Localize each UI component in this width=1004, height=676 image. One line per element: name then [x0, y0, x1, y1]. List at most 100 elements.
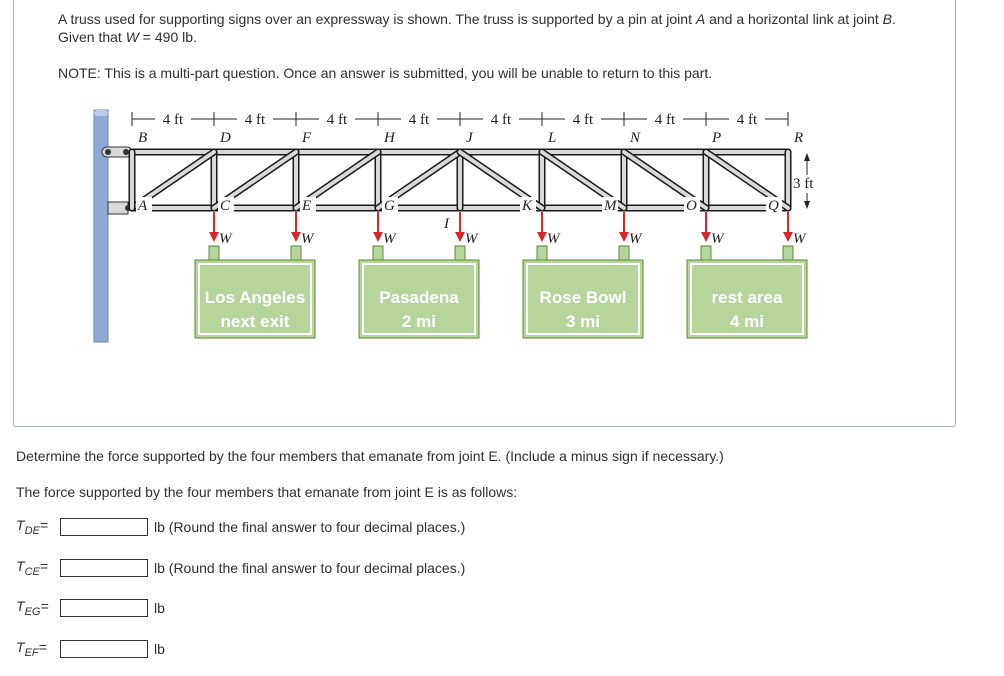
dimension-label-bg	[729, 110, 765, 126]
sign-line-1: rest area	[712, 288, 783, 307]
joint-label-l: L	[547, 130, 556, 146]
joint-label-q: Q	[768, 198, 779, 214]
sign-board	[194, 259, 316, 339]
pin-b2	[123, 149, 129, 155]
dimension-label: 4 ft	[163, 112, 184, 128]
joint-label-g: G	[384, 198, 395, 214]
load-label: W	[219, 231, 233, 247]
joint-label-bg	[684, 197, 700, 213]
question-intro: The force supported by the four members …	[16, 484, 518, 500]
height-label: 3 ft	[793, 176, 814, 192]
load-label: W	[711, 231, 725, 247]
load-arrow-head	[291, 232, 301, 242]
label-tce: TCE=	[16, 558, 49, 578]
sign-line-2: next exit	[221, 312, 290, 331]
load-arrow-head	[701, 232, 711, 242]
sign-post	[536, 245, 548, 261]
sign-line-2: 3 mi	[566, 312, 600, 331]
sign-border	[526, 263, 640, 335]
problem-statement: A truss used for supporting signs over a…	[58, 10, 918, 46]
joint-label-h: H	[383, 130, 396, 146]
joint-label-m: M	[603, 198, 618, 214]
sign-post	[290, 245, 302, 261]
support-post-cap	[94, 110, 108, 116]
joint-label-bg	[602, 197, 618, 213]
sign-post	[372, 245, 384, 261]
joint-a-symbol: A	[695, 11, 706, 27]
sign-board	[522, 259, 644, 339]
load-arrow-head	[619, 232, 629, 242]
load-arrow-head	[455, 232, 465, 242]
joint-label-bg	[442, 215, 458, 231]
sign-border	[362, 263, 476, 335]
joint-label-bg	[218, 197, 234, 213]
dimension-label: 4 ft	[573, 112, 594, 128]
sign-border	[690, 263, 804, 335]
sign-line-2: 4 mi	[730, 312, 764, 331]
load-label: W	[465, 231, 479, 247]
question-text: Determine the force supported by the fou…	[16, 448, 724, 464]
dimension-label: 4 ft	[737, 112, 758, 128]
answer-row-ce: TCE= lb (Round the final answer to four …	[16, 557, 465, 579]
sign-border	[198, 263, 312, 335]
unit-teg: lb	[154, 600, 165, 616]
dimension-label: 4 ft	[491, 112, 512, 128]
dimension-label: 4 ft	[327, 112, 348, 128]
joint-label-a: A	[137, 198, 148, 214]
joint-label-n: N	[629, 130, 641, 146]
sign-line-1: Pasadena	[379, 288, 459, 307]
teg-input[interactable]	[60, 599, 148, 617]
sign-post	[782, 245, 794, 261]
load-label: W	[301, 231, 315, 247]
answer-row-de: TDE= lb (Round the final answer to four …	[16, 516, 465, 538]
intro-text-3: . Given that	[58, 11, 896, 45]
question-panel	[13, 0, 956, 427]
joint-label-k: K	[521, 198, 533, 214]
joint-label-r: R	[793, 130, 803, 146]
joint-label-o: O	[686, 198, 697, 214]
unit-tef: lb	[154, 641, 165, 657]
dimension-label-bg	[237, 110, 273, 126]
joint-label-bg	[136, 197, 152, 213]
joint-label-bg	[520, 197, 536, 213]
load-arrow-head	[373, 232, 383, 242]
label-teg: TEG=	[16, 598, 49, 618]
answer-row-ef: TEF= lb	[16, 638, 165, 660]
unit-tce: lb (Round the final answer to four decim…	[154, 560, 466, 576]
pin-b	[105, 149, 111, 155]
load-arrow-head	[537, 232, 547, 242]
support-post	[93, 109, 109, 343]
joint-label-bg	[382, 197, 398, 213]
note-text: NOTE: This is a multi-part question. Onc…	[58, 65, 713, 81]
load-label: W	[547, 231, 561, 247]
sign-line-1: Rose Bowl	[540, 288, 627, 307]
sign-post	[208, 245, 220, 261]
joint-label-p: P	[711, 130, 721, 146]
unit-tde: lb (Round the final answer to four decim…	[154, 519, 466, 535]
load-arrow-head	[783, 232, 793, 242]
load-label: W	[629, 231, 643, 247]
intro-text-1: A truss used for supporting signs over a…	[58, 11, 696, 27]
load-label: W	[383, 231, 397, 247]
joint-label-d: D	[219, 130, 231, 146]
dimension-label: 4 ft	[655, 112, 676, 128]
intro-text-4: = 490 lb.	[138, 29, 197, 45]
dimension-label: 4 ft	[245, 112, 266, 128]
tce-input[interactable]	[60, 559, 148, 577]
joint-b-symbol: B	[882, 11, 892, 27]
joint-label-c: C	[220, 198, 231, 214]
sign-post	[618, 245, 630, 261]
tde-input[interactable]	[60, 518, 148, 536]
joint-label-bg	[766, 197, 782, 213]
load-label: W	[793, 231, 807, 247]
tef-input[interactable]	[60, 640, 148, 658]
sign-board	[358, 259, 480, 339]
load-arrow-head	[209, 232, 219, 242]
joint-label-bg	[300, 197, 316, 213]
sign-line-1: Los Angeles	[205, 288, 305, 307]
